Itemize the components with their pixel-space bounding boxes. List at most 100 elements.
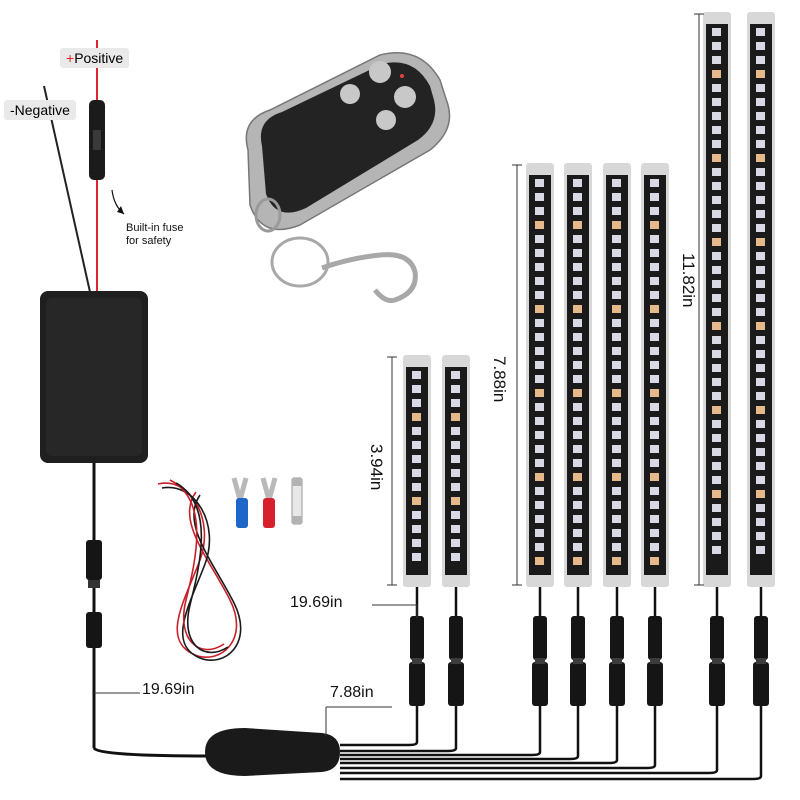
- led: [612, 291, 621, 299]
- led: [650, 375, 659, 383]
- remote-control: [245, 52, 451, 303]
- led: [535, 179, 544, 187]
- led: [412, 483, 421, 491]
- led: [535, 221, 544, 229]
- led: [756, 182, 765, 190]
- remote-button-b: [394, 86, 416, 108]
- strip-connector-top: [610, 616, 624, 660]
- led: [712, 28, 721, 36]
- led: [573, 403, 582, 411]
- led: [451, 483, 460, 491]
- strip-connector-bottom: [609, 662, 625, 706]
- strip-connector-bottom: [409, 662, 425, 706]
- led: [412, 441, 421, 449]
- led: [535, 417, 544, 425]
- led: [650, 235, 659, 243]
- spare-fuse: [291, 477, 303, 525]
- led: [612, 221, 621, 229]
- led: [535, 459, 544, 467]
- led: [573, 389, 582, 397]
- led: [712, 98, 721, 106]
- strip-connector-top: [533, 616, 547, 660]
- led: [712, 56, 721, 64]
- led: [412, 385, 421, 393]
- strip-lead-pointer: [372, 604, 418, 618]
- strip-connector-top: [648, 616, 662, 660]
- led: [712, 392, 721, 400]
- led: [412, 413, 421, 421]
- led: [573, 291, 582, 299]
- led: [650, 179, 659, 187]
- connector-latch: [712, 658, 722, 664]
- led: [712, 224, 721, 232]
- blue-spade-connector: [231, 477, 249, 528]
- led: [612, 487, 621, 495]
- positive-label: +Positive: [60, 48, 130, 68]
- led: [612, 389, 621, 397]
- led: [650, 193, 659, 201]
- led: [535, 487, 544, 495]
- led: [612, 319, 621, 327]
- led: [535, 529, 544, 537]
- led: [573, 529, 582, 537]
- led: [756, 196, 765, 204]
- led: [573, 501, 582, 509]
- led: [650, 361, 659, 369]
- led: [712, 434, 721, 442]
- long-strip-dimension: [694, 13, 704, 586]
- strip-connector-bottom: [570, 662, 586, 706]
- strip-connector-top: [410, 616, 424, 660]
- led: [451, 371, 460, 379]
- strip-connector-top: [754, 616, 768, 660]
- medium-strip-length-label: 7.88in: [490, 356, 509, 403]
- short-strip-length-label: 3.94in: [367, 444, 386, 491]
- splitter-hub: [205, 728, 340, 776]
- led: [451, 553, 460, 561]
- led: [573, 179, 582, 187]
- led: [612, 305, 621, 313]
- led: [535, 473, 544, 481]
- strip-long-2: [340, 12, 775, 781]
- led: [650, 319, 659, 327]
- led: [650, 487, 659, 495]
- remote-button-a: [369, 61, 391, 83]
- led: [573, 515, 582, 523]
- dimension-lines: [94, 13, 704, 736]
- negative-label: -Negative: [4, 100, 76, 120]
- connector-latch: [573, 658, 583, 664]
- strip-medium-2: [340, 163, 592, 761]
- led: [612, 193, 621, 201]
- strip-short-1: [340, 355, 431, 747]
- led: [756, 168, 765, 176]
- led: [650, 277, 659, 285]
- splitter-branch: [340, 764, 657, 770]
- led: [712, 70, 721, 78]
- led: [612, 277, 621, 285]
- led: [650, 249, 659, 257]
- led: [412, 427, 421, 435]
- led: [756, 42, 765, 50]
- led: [451, 455, 460, 463]
- led: [650, 459, 659, 467]
- led: [756, 154, 765, 162]
- led: [412, 455, 421, 463]
- led: [573, 333, 582, 341]
- led: [650, 389, 659, 397]
- led: [451, 441, 460, 449]
- red-spade-connector: [260, 477, 278, 528]
- led: [573, 277, 582, 285]
- short-strip-dimension: [387, 356, 397, 586]
- led: [612, 361, 621, 369]
- led: [756, 126, 765, 134]
- strip-medium-4: [340, 163, 669, 770]
- led: [451, 539, 460, 547]
- led: [573, 207, 582, 215]
- led: [756, 364, 765, 372]
- led: [756, 224, 765, 232]
- led: [535, 501, 544, 509]
- led: [756, 378, 765, 386]
- led: [612, 473, 621, 481]
- led: [573, 459, 582, 467]
- led: [412, 511, 421, 519]
- led: [712, 532, 721, 540]
